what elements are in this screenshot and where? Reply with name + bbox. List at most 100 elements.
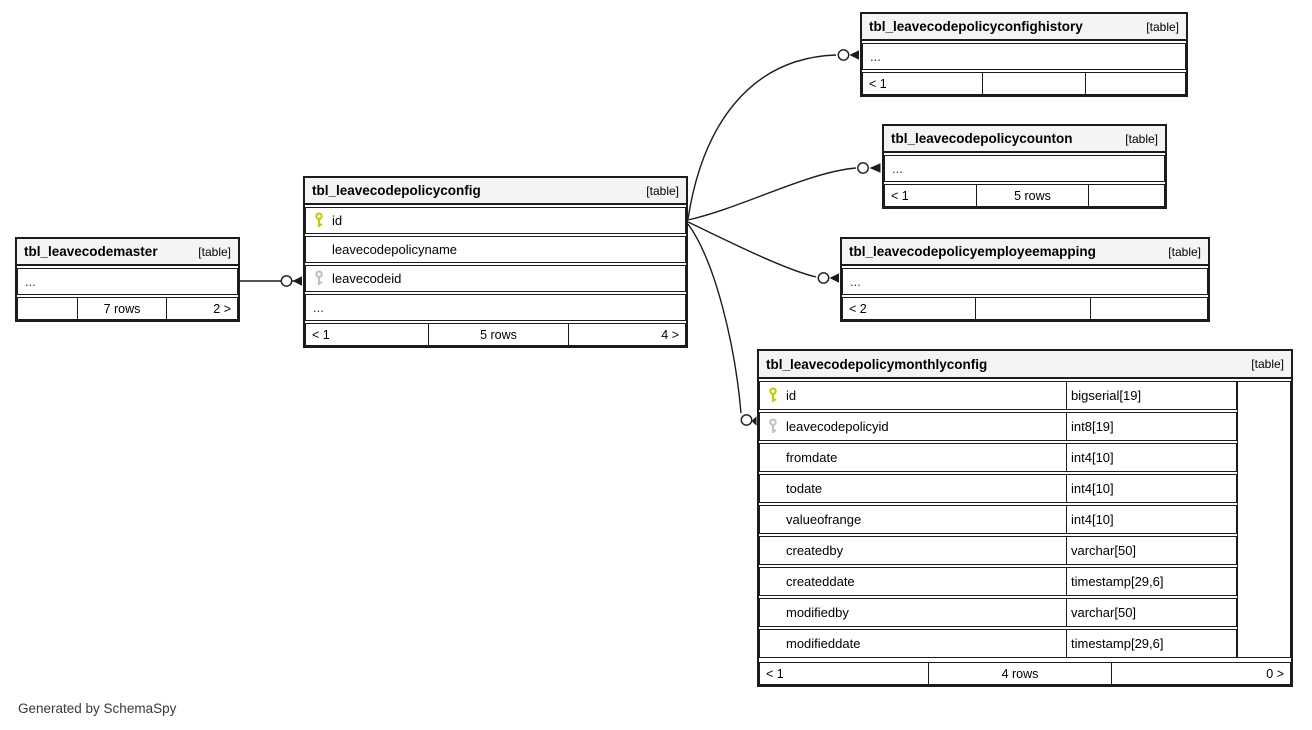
footer-parents: < 1 xyxy=(766,666,784,681)
footer-children: 0 > xyxy=(1266,666,1284,681)
column-type: timestamp[29,6] xyxy=(1066,630,1236,657)
footer-parents: < 1 xyxy=(891,188,909,203)
table-footer: 7 rows 2 > xyxy=(17,297,238,320)
relationship-line-config-monthlyconfig xyxy=(687,223,742,414)
footer-parents: < 2 xyxy=(849,301,867,316)
footer-parents: < 1 xyxy=(312,327,330,342)
footer-rowcount: 4 rows xyxy=(928,663,1112,684)
table-row: id bigserial[19] xyxy=(759,381,1237,410)
relationship-arrowhead xyxy=(829,273,839,283)
table-node-leavecodepolicyemployeemapping: tbl_leavecodepolicyemployeemapping [tabl… xyxy=(840,237,1210,322)
table-tag: [table] xyxy=(1168,244,1201,259)
footer-children: 4 > xyxy=(661,327,679,342)
column-name: modifieddate xyxy=(786,636,861,651)
table-tag: [table] xyxy=(646,183,679,198)
relationship-arrowhead xyxy=(292,276,302,286)
column-name: leavecodeid xyxy=(332,271,402,286)
column-name: createddate xyxy=(786,574,855,589)
table-row: id xyxy=(305,207,686,234)
footer-children xyxy=(1086,73,1185,94)
relationship-arrowhead xyxy=(849,50,859,60)
column-type: timestamp[29,6] xyxy=(1066,568,1236,595)
generator-note: Generated by SchemaSpy xyxy=(18,701,177,716)
footer-children xyxy=(1091,298,1207,319)
table-row: ... xyxy=(842,268,1208,295)
table-footer: < 1 5 rows 4 > xyxy=(305,323,686,346)
column-name: ... xyxy=(850,274,861,289)
footer-rowcount xyxy=(982,73,1086,94)
footer-children: 2 > xyxy=(213,301,231,316)
primary-key-icon xyxy=(760,387,786,404)
relationship-line-config-employeemapping xyxy=(687,221,817,278)
table-row: fromdate int4[10] xyxy=(759,443,1237,472)
table-row: valueofrange int4[10] xyxy=(759,505,1237,534)
column-name: ... xyxy=(892,161,903,176)
footer-rowcount: 7 rows xyxy=(77,298,167,319)
column-name: todate xyxy=(786,481,823,496)
table-header: tbl_leavecodepolicycounton [table] xyxy=(884,126,1165,153)
column-type: int4[10] xyxy=(1066,506,1236,533)
table-header: tbl_leavecodepolicyconfighistory [table] xyxy=(862,14,1186,41)
column-name: ... xyxy=(25,274,36,289)
table-row: modifiedby varchar[50] xyxy=(759,598,1237,627)
relationship-arrowhead xyxy=(869,163,881,173)
column-name: valueofrange xyxy=(786,512,862,527)
footer-children xyxy=(1089,185,1164,206)
column-name: createdby xyxy=(786,543,844,558)
table-tag: [table] xyxy=(1146,19,1179,34)
table-row: ... xyxy=(305,294,686,321)
footer-parents: < 1 xyxy=(869,76,887,91)
column-type: varchar[50] xyxy=(1066,599,1236,626)
column-name: fromdate xyxy=(786,450,838,465)
column-name: ... xyxy=(313,300,324,315)
relationship-zero-circle xyxy=(280,275,293,287)
table-tag: [table] xyxy=(1251,357,1284,371)
column-name: modifiedby xyxy=(786,605,849,620)
table-name[interactable]: tbl_leavecodepolicyconfig xyxy=(312,183,481,198)
table-name[interactable]: tbl_leavecodepolicyconfighistory xyxy=(869,19,1083,34)
footer-rowcount xyxy=(975,298,1091,319)
column-name: leavecodepolicyname xyxy=(332,242,458,257)
relationship-line-config-confighistory xyxy=(687,54,837,220)
related-keys-column xyxy=(1237,381,1291,658)
table-footer: < 2 xyxy=(842,297,1208,320)
table-header: tbl_leavecodepolicyemployeemapping [tabl… xyxy=(842,239,1208,266)
table-footer: < 1 5 rows xyxy=(884,184,1165,207)
table-row: createdby varchar[50] xyxy=(759,536,1237,565)
table-node-leavecodepolicymonthlyconfig: tbl_leavecodepolicymonthlyconfig [table]… xyxy=(757,349,1293,687)
footer-parents xyxy=(18,298,77,319)
table-name[interactable]: tbl_leavecodepolicycounton xyxy=(891,131,1073,146)
table-row: ... xyxy=(862,43,1186,70)
relationship-zero-circle xyxy=(817,272,830,284)
relationship-arrowhead xyxy=(751,416,757,426)
relationship-line-config-counton xyxy=(687,167,857,221)
footer-rowcount: 5 rows xyxy=(428,324,569,345)
table-name[interactable]: tbl_leavecodemaster xyxy=(24,244,158,259)
column-name: id xyxy=(786,388,797,403)
table-name[interactable]: tbl_leavecodepolicymonthlyconfig xyxy=(766,356,988,372)
relationship-zero-circle xyxy=(740,414,753,426)
table-row: createddate timestamp[29,6] xyxy=(759,567,1237,596)
table-footer: < 1 xyxy=(862,72,1186,95)
column-name: ... xyxy=(870,49,881,64)
column-type: int4[10] xyxy=(1066,444,1236,471)
relationship-zero-circle xyxy=(837,49,850,61)
table-node-leavecodepolicyconfig: tbl_leavecodepolicyconfig [table] id lea… xyxy=(303,176,688,348)
table-node-leavecodepolicycounton: tbl_leavecodepolicycounton [table] ... <… xyxy=(882,124,1167,209)
table-node-leavecodepolicyconfighistory: tbl_leavecodepolicyconfighistory [table]… xyxy=(860,12,1188,97)
table-header: tbl_leavecodepolicyconfig [table] xyxy=(305,178,686,205)
column-name: leavecodepolicyid xyxy=(786,419,889,434)
table-footer: < 1 4 rows 0 > xyxy=(759,662,1291,685)
table-tag: [table] xyxy=(1125,131,1158,146)
column-type: int4[10] xyxy=(1066,475,1236,502)
table-name[interactable]: tbl_leavecodepolicyemployeemapping xyxy=(849,244,1096,259)
column-name: id xyxy=(332,213,343,228)
table-row: leavecodepolicyid int8[19] xyxy=(759,412,1237,441)
table-node-leavecodemaster: tbl_leavecodemaster [table] ... 7 rows 2… xyxy=(15,237,240,322)
table-row: leavecodeid xyxy=(305,265,686,292)
column-type: int8[19] xyxy=(1066,413,1236,440)
table-row: ... xyxy=(884,155,1165,182)
column-type: bigserial[19] xyxy=(1066,382,1236,409)
table-row: todate int4[10] xyxy=(759,474,1237,503)
primary-key-icon xyxy=(306,212,332,229)
